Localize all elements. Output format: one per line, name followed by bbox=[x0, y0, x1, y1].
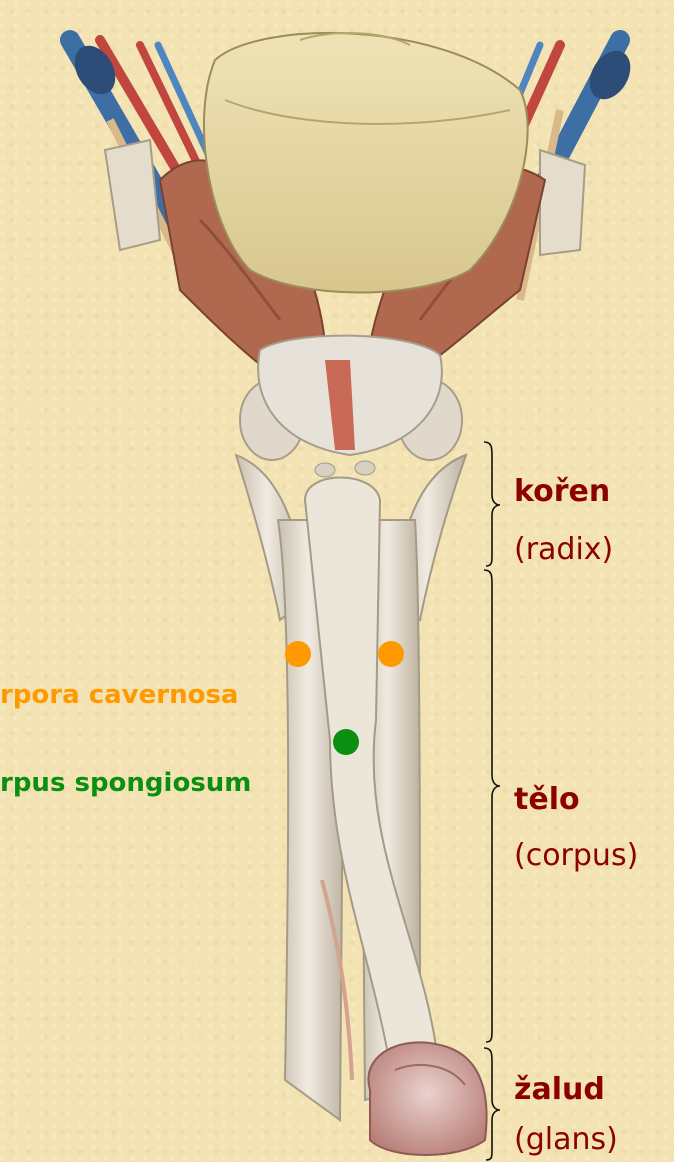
body-latin-label: (corpus) bbox=[514, 838, 638, 873]
body-bracket bbox=[484, 570, 500, 1042]
glans-term-label: žalud bbox=[514, 1072, 605, 1107]
glans-latin-label: (glans) bbox=[514, 1122, 618, 1157]
body-term-label: tělo bbox=[514, 782, 580, 817]
cavernosa-marker-left bbox=[285, 641, 311, 667]
root-term-label: kořen bbox=[514, 474, 610, 509]
corpora-cavernosa-label: rpora cavernosa bbox=[0, 680, 238, 710]
root-latin-label: (radix) bbox=[514, 532, 613, 567]
glans-shape bbox=[368, 1042, 486, 1155]
cavernosa-marker-right bbox=[378, 641, 404, 667]
bladder bbox=[204, 33, 528, 293]
corpus-spongiosum-label: rpus spongiosum bbox=[0, 768, 251, 798]
spongiosum-marker bbox=[333, 729, 359, 755]
region-brackets bbox=[484, 442, 500, 1160]
root-bracket bbox=[484, 442, 500, 566]
